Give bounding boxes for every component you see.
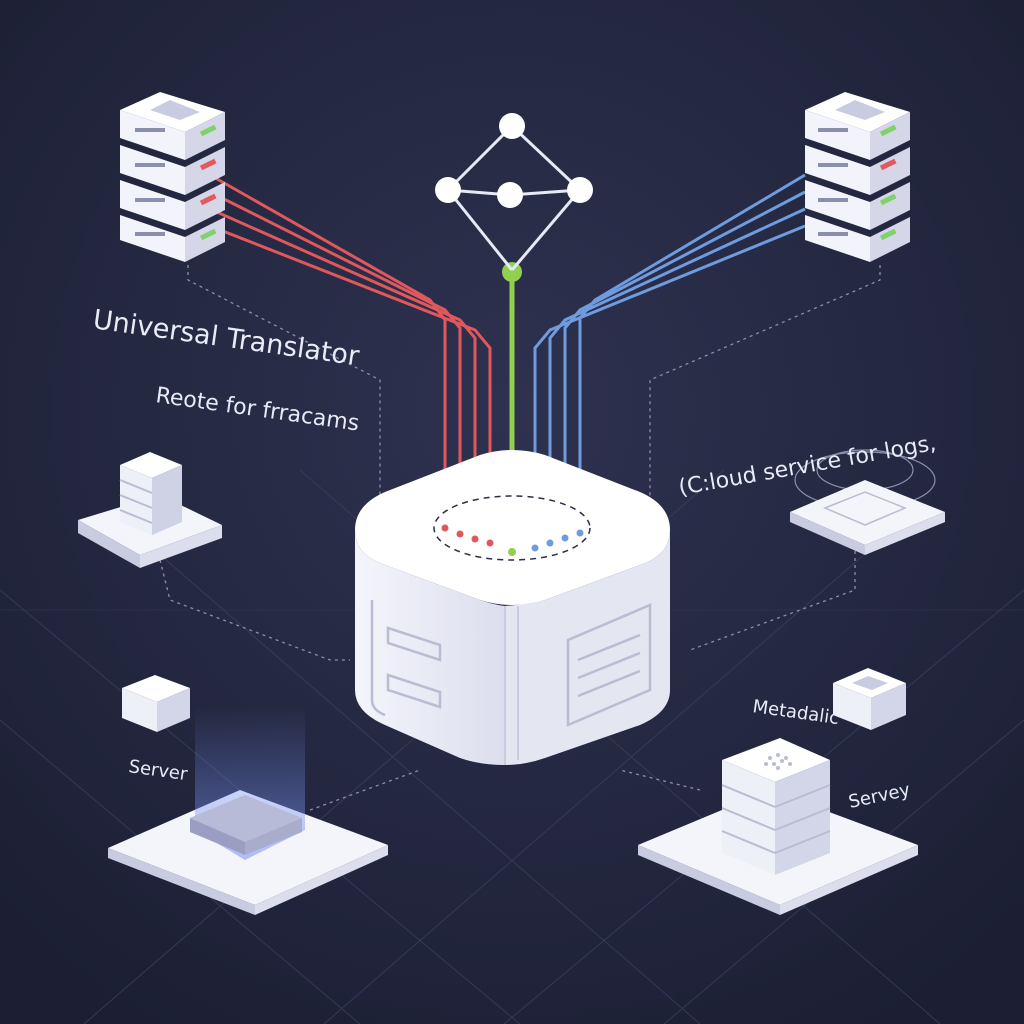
server-rack-icon bbox=[119, 452, 182, 535]
server-rack-right bbox=[805, 92, 910, 262]
server-rack-left bbox=[120, 92, 225, 262]
server-rack-icon bbox=[721, 738, 831, 875]
small-server-left bbox=[78, 452, 222, 568]
small-cube-left bbox=[122, 675, 190, 732]
translator-hub bbox=[355, 450, 670, 765]
dashed-connectors bbox=[159, 265, 881, 811]
server-rack-icon bbox=[805, 92, 910, 262]
red-signal-lines bbox=[209, 173, 492, 540]
network-graph-icon bbox=[435, 113, 593, 271]
blue-signal-lines bbox=[533, 173, 806, 545]
small-cube-right bbox=[833, 668, 906, 730]
cloud-device bbox=[790, 449, 945, 555]
server-rack-icon bbox=[120, 92, 225, 262]
cloud-device-icon bbox=[823, 491, 907, 526]
platform-left bbox=[108, 705, 388, 915]
line-endpoints bbox=[441, 524, 584, 556]
translator-hub-icon bbox=[355, 450, 670, 765]
platform-right bbox=[638, 738, 918, 915]
